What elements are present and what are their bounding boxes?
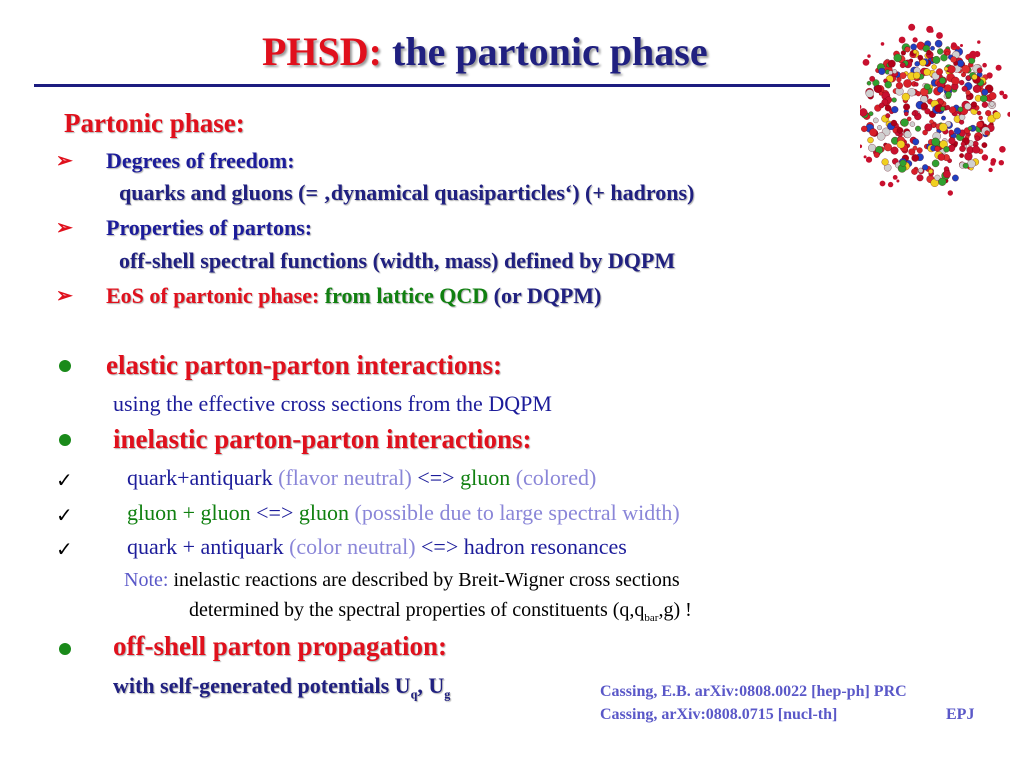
round-bullet-icon xyxy=(59,643,71,655)
item-note: (possible due to large spectral width) xyxy=(354,500,680,525)
title-underline xyxy=(34,84,830,87)
round-bullet-icon xyxy=(59,360,71,372)
inelastic-item: quark + antiquark (color neutral) <=> ha… xyxy=(127,534,627,560)
item-note: (colored) xyxy=(515,465,597,490)
item-operator: <=> xyxy=(256,500,294,525)
arrow-bullet-icon: ➢ xyxy=(56,285,73,307)
citation-2: Cassing, arXiv:0808.0715 [nucl-th] xyxy=(600,706,838,723)
propagation-detail: with self-generated potentials Uq, Ug xyxy=(113,673,451,702)
propagation-heading: off-shell parton propagation: xyxy=(113,631,448,661)
note-label: Note: xyxy=(124,569,169,591)
bullet-properties-label: Properties of partons: xyxy=(106,215,313,240)
checkmark-icon: ✓ xyxy=(56,539,73,561)
item-qualifier: (flavor neutral) xyxy=(278,465,412,490)
checkmark-icon: ✓ xyxy=(56,470,73,492)
bullet-eos: EoS of partonic phase: from lattice QCD … xyxy=(106,283,601,309)
slide-title: PHSD: the partonic phase xyxy=(262,28,708,75)
inelastic-heading: inelastic parton-parton interactions: xyxy=(113,424,532,454)
citation-1: Cassing, E.B. arXiv:0808.0022 [hep-ph] P… xyxy=(600,683,907,700)
item-reactant: quark+antiquark xyxy=(127,465,273,490)
arrow-bullet-icon: ➢ xyxy=(56,150,73,172)
checkmark-icon: ✓ xyxy=(56,505,73,527)
inelastic-item: gluon + gluon <=> gluon (possible due to… xyxy=(127,500,680,526)
section-heading: Partonic phase: xyxy=(64,108,245,138)
elastic-heading: elastic parton-parton interactions: xyxy=(106,350,502,380)
bullet-properties-detail: off-shell spectral functions (width, mas… xyxy=(119,248,676,273)
item-qualifier: (color neutral) xyxy=(289,534,416,559)
item-product: gluon xyxy=(460,465,511,490)
round-bullet-icon xyxy=(59,434,71,446)
citation-2-journal: EPJ xyxy=(946,706,975,723)
bullet-dof-label: Degrees of freedom: xyxy=(106,148,295,173)
elastic-detail: using the effective cross sections from … xyxy=(113,391,552,416)
bullet-dof-detail: quarks and gluons (= ‚dynamical quasipar… xyxy=(119,180,695,205)
item-operator: <=> xyxy=(421,534,459,559)
item-product: hadron resonances xyxy=(463,534,627,559)
particle-ball-image xyxy=(860,23,1010,196)
item-product: gluon xyxy=(298,500,349,525)
note-line-2: determined by the spectral properties of… xyxy=(189,599,692,624)
item-reactant: gluon + gluon xyxy=(127,500,251,525)
arrow-bullet-icon: ➢ xyxy=(56,217,73,239)
bullet-eos-lattice: from lattice QCD xyxy=(324,283,489,308)
note-line-1: Note: inelastic reactions are described … xyxy=(124,569,680,592)
inelastic-item: quark+antiquark (flavor neutral) <=> glu… xyxy=(127,465,596,491)
bullet-eos-dqpm: (or DQPM) xyxy=(493,283,602,308)
item-operator: <=> xyxy=(417,465,455,490)
note-text: inelastic reactions are described by Bre… xyxy=(173,569,680,591)
title-prefix: PHSD: xyxy=(262,29,382,74)
title-main: the partonic phase xyxy=(392,29,708,74)
item-reactant: quark + antiquark xyxy=(127,534,284,559)
bullet-eos-label: EoS of partonic phase: xyxy=(106,283,320,308)
